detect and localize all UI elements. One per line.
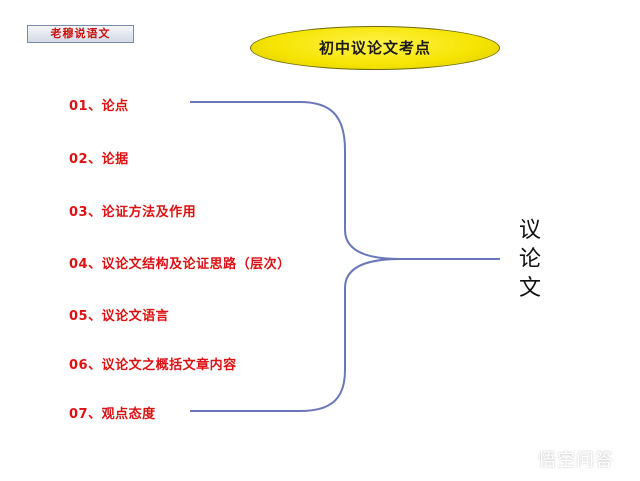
speech-bubble-icon (508, 447, 534, 471)
topic-item-3: 03、论证方法及作用 (69, 205, 197, 220)
center-label-char: 文 (518, 276, 541, 301)
center-label-char: 论 (518, 247, 541, 272)
center-label-char: 议 (518, 218, 541, 243)
topic-item-5: 05、议论文语言 (69, 309, 170, 324)
title-ellipse: 初中议论文考点 (250, 26, 500, 70)
topic-item-4: 04、议论文结构及论证思路（层次） (69, 257, 291, 272)
topic-item-2: 02、论据 (69, 152, 129, 167)
author-tag: 老穆说语文 (27, 25, 134, 43)
topic-item-7: 07、观点态度 (69, 407, 156, 422)
watermark-text: 悟空问答 (538, 450, 614, 471)
brace-path (190, 101, 500, 412)
topic-item-6: 06、议论文之概括文章内容 (69, 358, 237, 373)
watermark: 悟空问答 (508, 445, 614, 473)
topic-item-1: 01、论点 (69, 99, 129, 114)
center-label: 议 论 文 (516, 216, 544, 303)
